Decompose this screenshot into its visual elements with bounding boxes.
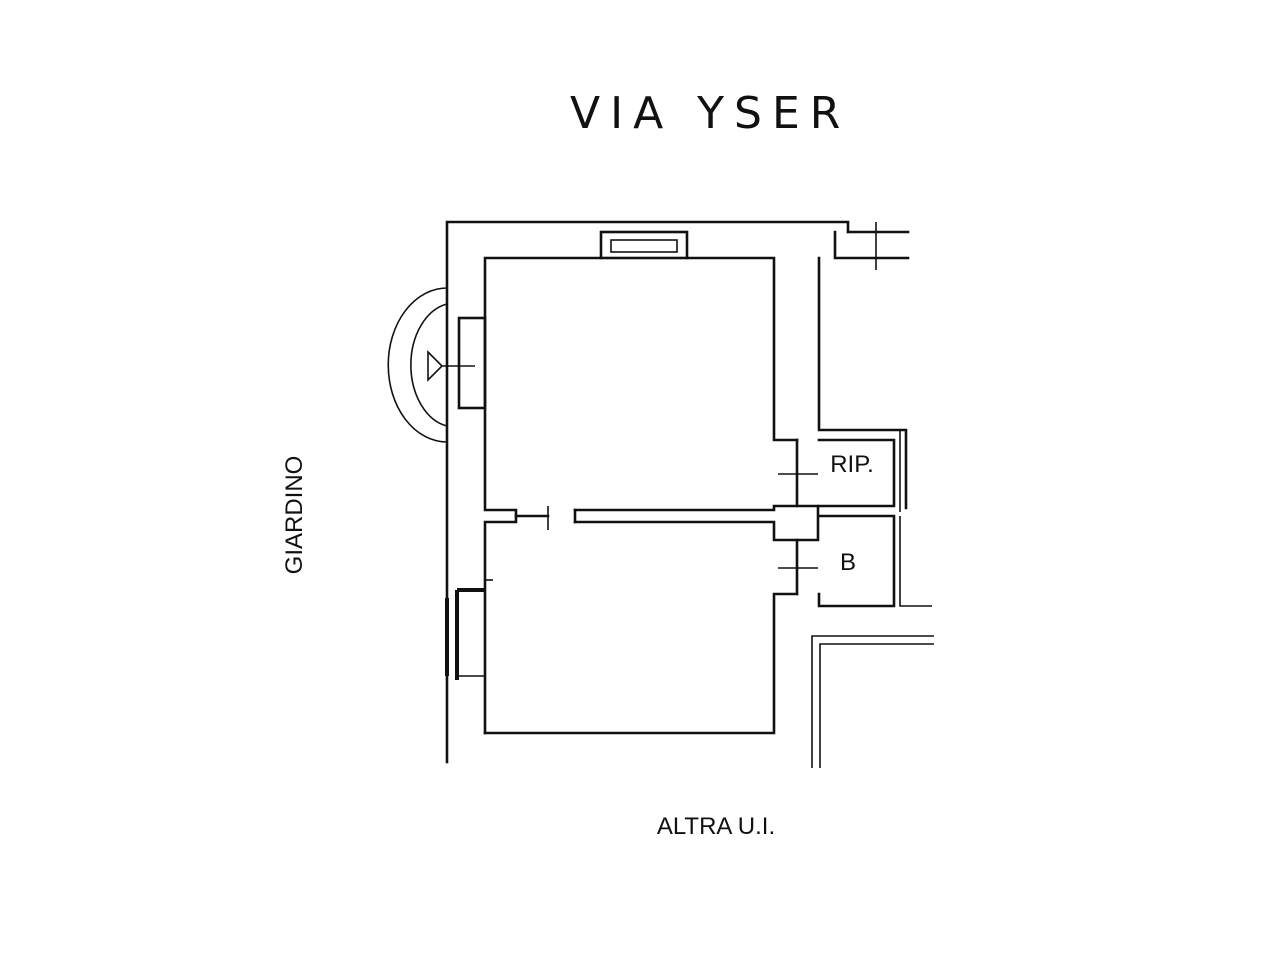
- adjacent-unit-walls: [811, 635, 934, 768]
- street-label: VIA YSER: [570, 88, 850, 139]
- storage-room-label: RIP.: [830, 451, 874, 478]
- garden-label: GIARDINO: [281, 456, 308, 575]
- bay-window: [387, 287, 487, 443]
- middle-partition: [514, 438, 820, 596]
- top-window: [599, 230, 689, 260]
- top-right-wall: [817, 222, 910, 510]
- storage-room: [778, 430, 901, 512]
- other-unit-label: ALTRA U.I.: [657, 813, 775, 840]
- outer-walls: [445, 220, 850, 764]
- bathroom: [778, 514, 932, 608]
- bathroom-label: B: [840, 549, 856, 576]
- lower-window: [445, 579, 493, 680]
